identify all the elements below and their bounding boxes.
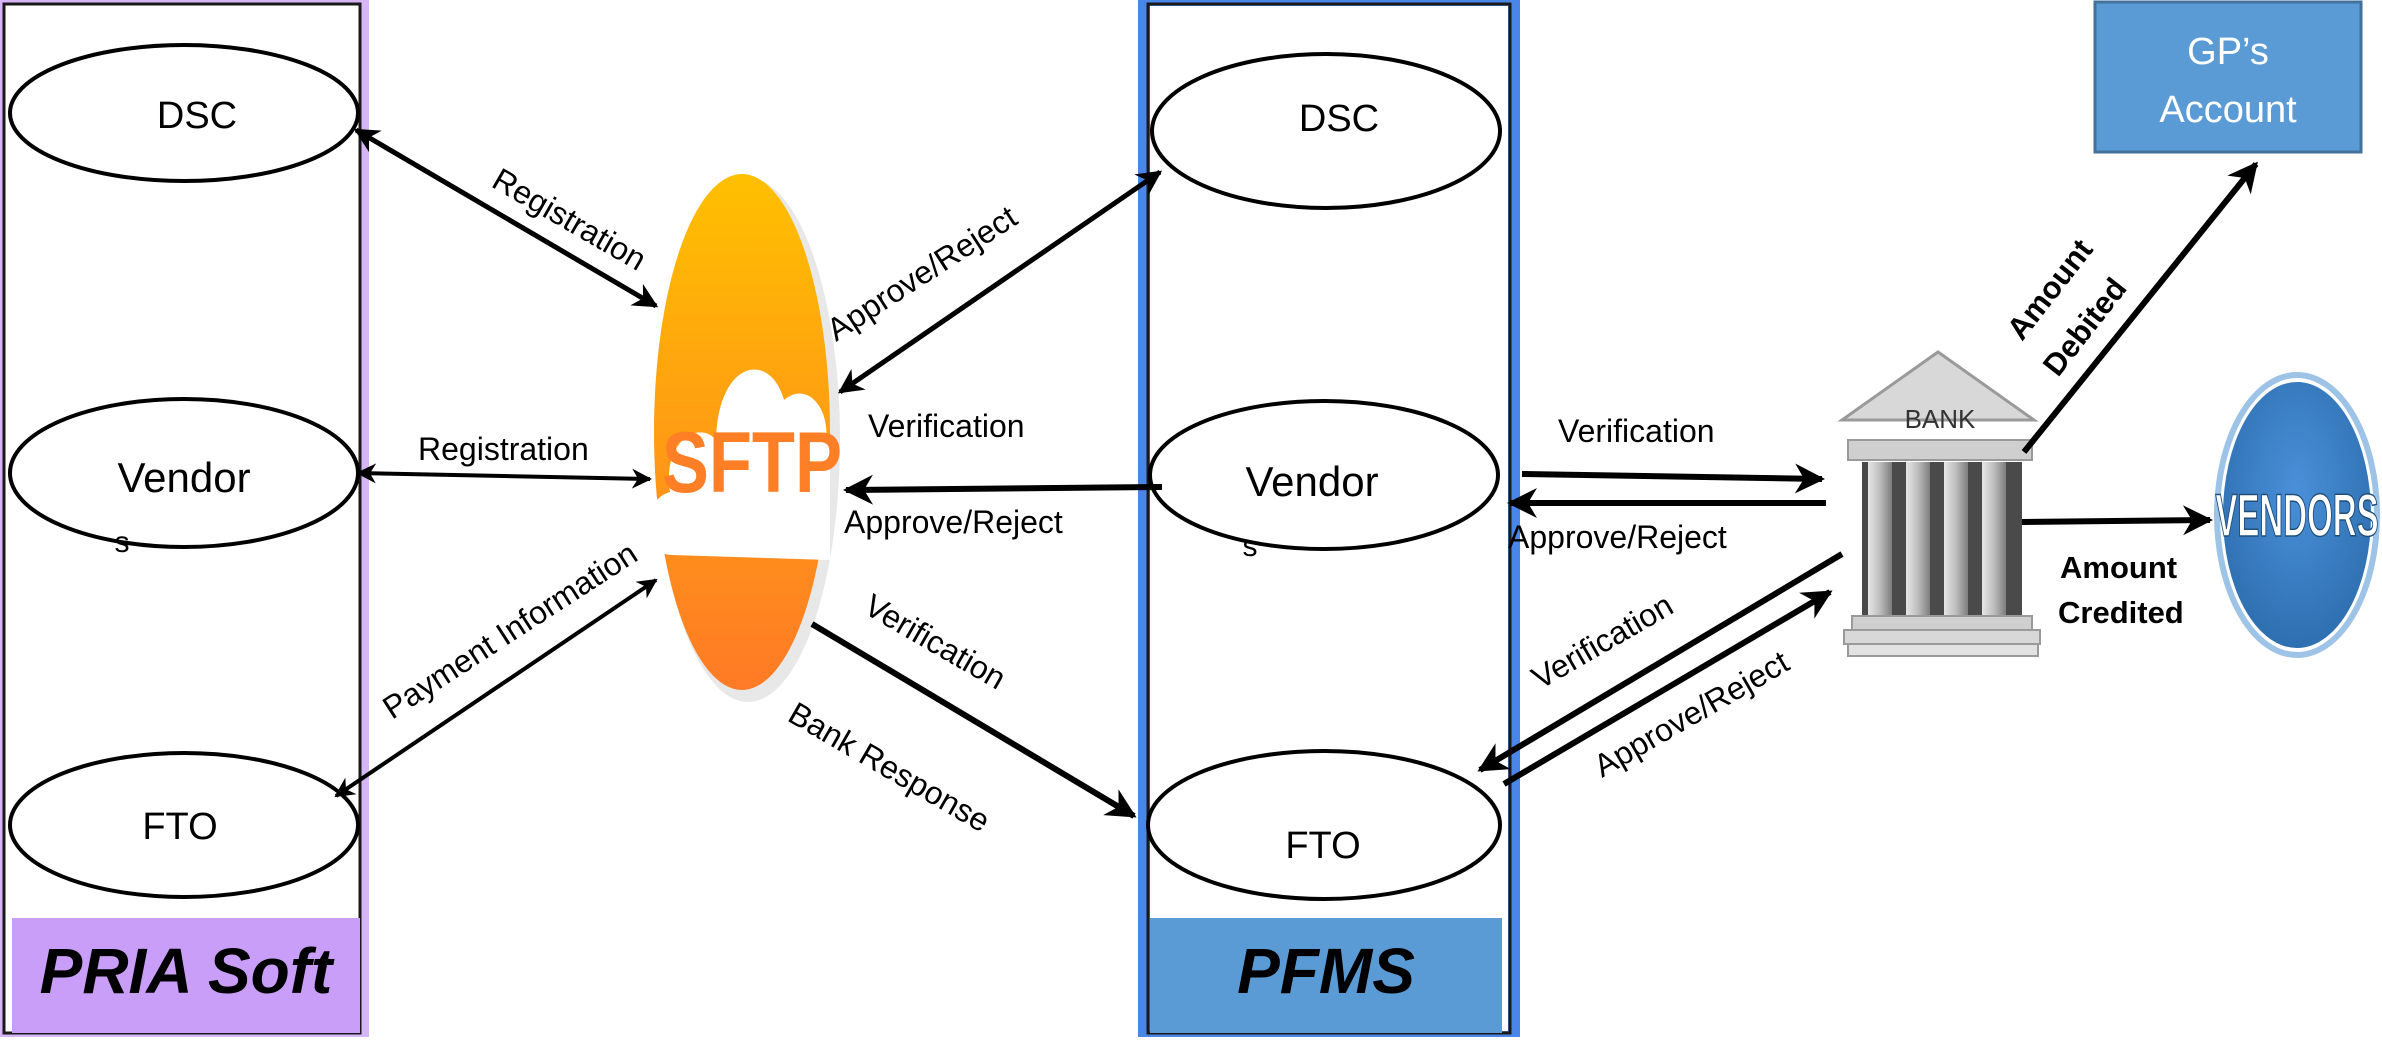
bank-column: [1982, 462, 2006, 618]
connector-arrows: [334, 127, 2259, 819]
pfms-dsc-label: DSC: [1299, 98, 1379, 140]
vendors-circle-label: VENDORS: [2215, 483, 2378, 550]
arrow-bank-vendors: [2021, 505, 2213, 536]
gp-account-line2: Account: [2159, 89, 2297, 131]
sftp-label: SFTP: [662, 414, 842, 510]
pria-footer: [12, 918, 360, 1033]
label-approve-reject-bank-top: Approve/Reject: [1508, 519, 1727, 555]
gp-account-line1: GP’s: [2187, 31, 2269, 73]
bank-column: [1944, 462, 1968, 618]
label-verification-bank-fto: Verification: [1526, 587, 1680, 696]
bank-step: [1847, 643, 2039, 657]
arrow-pria-dsc-sftp: [353, 127, 659, 309]
arrow-bank-pfms-fto: [1477, 551, 1844, 773]
pfms-footer: [1150, 918, 1502, 1033]
label-registration-vendor: Registration: [418, 431, 589, 467]
pfms-dsc-node: [1150, 52, 1502, 210]
bank-step: [1843, 629, 2041, 645]
cloud-icon: [647, 369, 830, 560]
pria-fto-node: [8, 751, 360, 899]
arrow-sftp-pria-fto: [334, 578, 658, 798]
arrow-pfms-vendor-sftp: [843, 474, 1163, 505]
bank-label: BANK: [1905, 404, 1976, 434]
pria-fto-label: FTO: [142, 806, 217, 848]
label-amount-credited-1: Amount: [2060, 550, 2177, 585]
arrow-sftp-pfms-dsc: [837, 169, 1163, 395]
arrow-pria-vendor-sftp: [356, 463, 652, 489]
bank-entablature: [1847, 439, 2033, 461]
pria-soft-column: DSC Vendor s FTO PRIA Soft: [0, 0, 369, 1042]
pfms-fto-node: [1146, 749, 1502, 901]
vendors-circle-body: [2223, 382, 2371, 648]
label-approve-reject-dsc: Approve/Reject: [820, 198, 1023, 347]
pfms-vendor-node: [1148, 399, 1500, 551]
label-verification-fto: Verification: [859, 587, 1013, 696]
pria-footer-label: PRIA Soft: [40, 935, 335, 1007]
pria-vendor-label-wrap: s: [115, 526, 130, 559]
pria-vendor-label: Vendor: [117, 454, 250, 501]
label-amount-credited-2: Credited: [2058, 595, 2184, 630]
bank-column: [1906, 462, 1930, 618]
bank-icon: BANK: [1837, 350, 2041, 657]
pfms-footer-label: PFMS: [1237, 935, 1415, 1007]
label-approve-reject-mid: Approve/Reject: [844, 504, 1063, 540]
label-payment-information: Payment Information: [376, 535, 643, 726]
pfms-column: DSC Vendor s FTO PFMS: [1138, 0, 1520, 1042]
pfms-vendor-label: Vendor: [1245, 458, 1378, 505]
arrow-sftp-pfms-fto: [810, 621, 1137, 819]
label-verification-mid: Verification: [868, 408, 1025, 444]
gp-account-box: GP’s Account: [2093, 0, 2363, 154]
label-verification-bank-top: Verification: [1558, 413, 1715, 449]
pria-dsc-node: [8, 43, 360, 183]
arrow-pfms-fto-bank: [1502, 589, 1833, 787]
bank-step: [1851, 615, 2033, 631]
bank-roof: [1837, 350, 2039, 422]
arrow-bank-gp-account: [2021, 161, 2259, 454]
vendors-circle: VENDORS: [2214, 372, 2380, 658]
bank-column: [1868, 462, 1892, 618]
sftp-node: SFTP: [647, 174, 842, 702]
arrow-pfms-vendor-bank: [1521, 463, 1825, 494]
gp-account-rect: [2093, 0, 2363, 154]
pfms-vendor-label-wrap: s: [1243, 530, 1258, 563]
pria-dsc-label: DSC: [157, 95, 237, 137]
pfms-fto-label: FTO: [1285, 825, 1360, 867]
